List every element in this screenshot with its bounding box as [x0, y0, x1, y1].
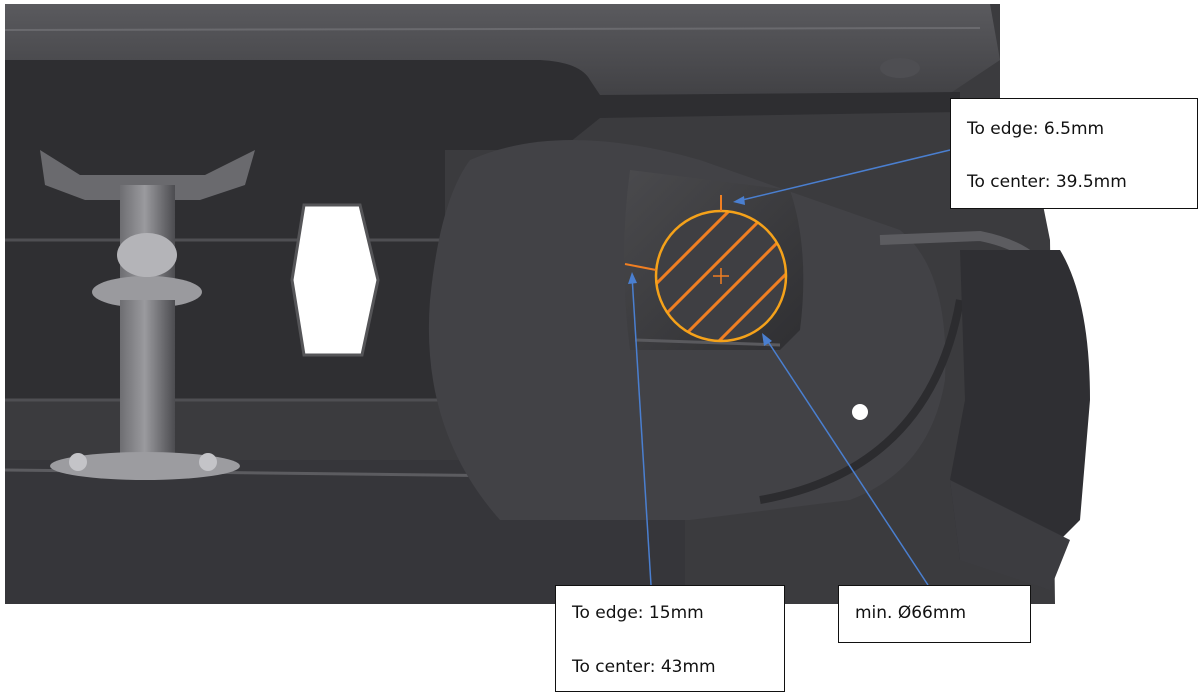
base-bolt-right: [199, 453, 217, 471]
leader-bottom-left: [631, 275, 652, 586]
small-white-hole: [852, 404, 868, 420]
callout-bottom-left: To edge: 15mm To center: 43mm: [555, 585, 785, 692]
callout-bottom-left-center: To center: 43mm: [572, 657, 716, 677]
post-base: [50, 452, 240, 480]
top-rail-ridge: [5, 60, 960, 150]
leader-top-right: [737, 149, 951, 202]
post-shaft: [120, 300, 175, 465]
callout-diameter: min. Ø66mm: [838, 585, 1031, 643]
post-bracket: [40, 150, 255, 200]
leader-diameter: [764, 336, 929, 586]
center-cross: [713, 268, 729, 284]
right-bracket-flange: [950, 480, 1070, 590]
plate-edge: [634, 338, 781, 347]
post-swivel: [117, 233, 177, 277]
edge-marker-left: [624, 263, 657, 271]
housing-arc: [759, 299, 964, 504]
base-bolt-left: [69, 453, 87, 471]
arrow-bottom-left: [628, 272, 637, 284]
right-bracket: [950, 250, 1090, 560]
arrow-top-right: [733, 196, 745, 205]
callout-top-right: To edge: 6.5mm To center: 39.5mm: [950, 98, 1198, 209]
callout-top-right-center: To center: 39.5mm: [967, 172, 1127, 192]
hexagon-window: [290, 203, 380, 357]
top-rail-highlight: [4, 27, 981, 31]
arrow-diameter: [762, 333, 772, 346]
callout-bottom-left-edge: To edge: 15mm: [572, 603, 704, 623]
callout-diameter-label: min. Ø66mm: [855, 603, 966, 623]
bolt-head-top: [880, 58, 920, 78]
callout-top-right-edge: To edge: 6.5mm: [967, 119, 1105, 139]
